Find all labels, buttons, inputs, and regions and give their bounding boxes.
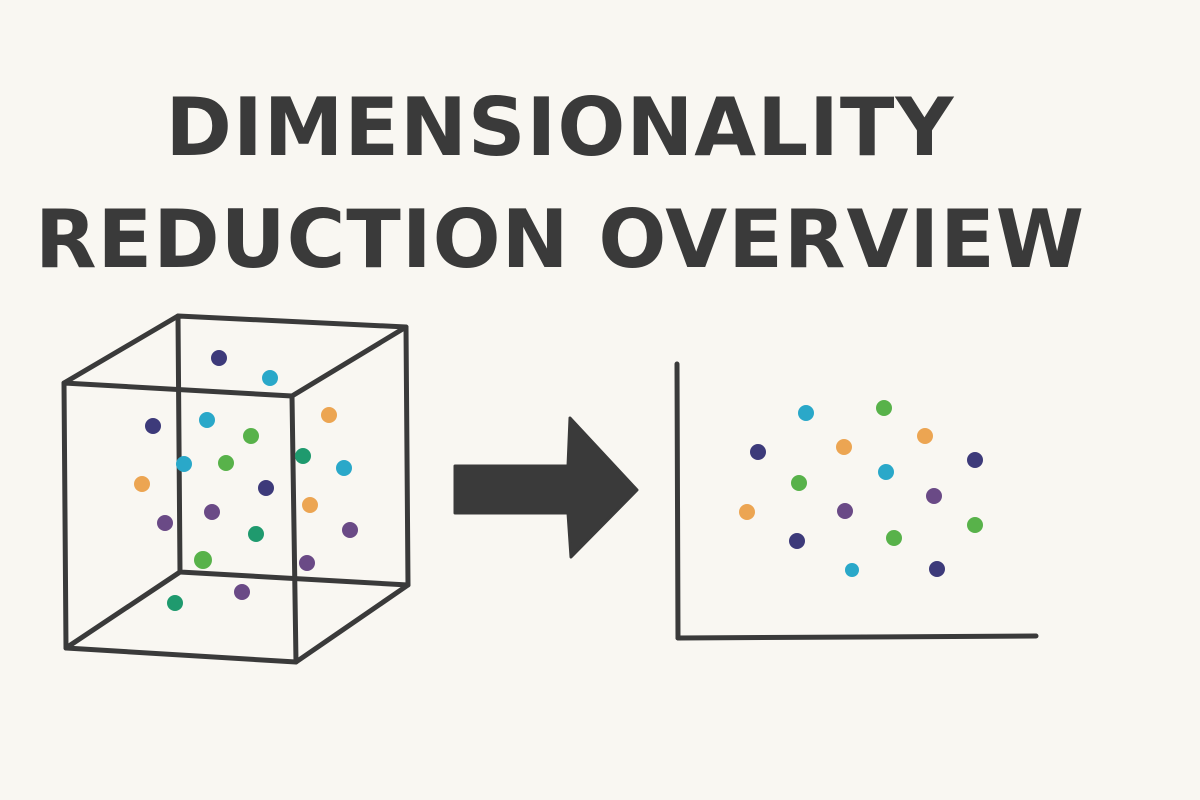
plane-point [750, 444, 766, 460]
cube-points [134, 350, 358, 611]
cube-point [243, 428, 259, 444]
arrow-right-icon [453, 416, 639, 559]
plane-points [739, 400, 983, 577]
plane-point [967, 517, 983, 533]
cube-point [157, 515, 173, 531]
plane-point [876, 400, 892, 416]
cube-point [211, 350, 227, 366]
plane-point [929, 561, 945, 577]
plane-point [926, 488, 942, 504]
plane-point [878, 464, 894, 480]
cube-point [262, 370, 278, 386]
plane-point [789, 533, 805, 549]
cube-point [336, 460, 352, 476]
cube-point [176, 456, 192, 472]
plane-point [837, 503, 853, 519]
plane-2d-axes [674, 361, 1039, 641]
title-line-2: REDUCTION OVERVIEW [34, 193, 1086, 286]
plane-point [836, 439, 852, 455]
cube-point [302, 497, 318, 513]
cube-edge-bottom-left [63, 569, 183, 651]
cube-edge-top-left [61, 313, 181, 386]
cube-point [321, 407, 337, 423]
cube-point [258, 480, 274, 496]
plane-point [967, 452, 983, 468]
y-axis-line [674, 361, 681, 641]
cube-point [204, 504, 220, 520]
cube-point [199, 412, 215, 428]
plane-point [845, 563, 859, 577]
cube-point [194, 551, 212, 569]
plane-point [791, 475, 807, 491]
cube-edge-bottom-right [293, 582, 411, 665]
plane-point [739, 504, 755, 520]
diagram-title: DIMENSIONALITY REDUCTION OVERVIEW [0, 72, 1120, 296]
cube-point [295, 448, 311, 464]
x-axis-line [675, 633, 1039, 641]
plane-point [798, 405, 814, 421]
plane-point [917, 428, 933, 444]
title-line-1: DIMENSIONALITY [165, 81, 955, 174]
cube-point [248, 526, 264, 542]
cube-3d [61, 313, 411, 665]
plane-point [886, 530, 902, 546]
cube-point [299, 555, 315, 571]
cube-point [218, 455, 234, 471]
cube-point [234, 584, 250, 600]
cube-point [167, 595, 183, 611]
cube-point [145, 418, 161, 434]
cube-edge-top-right [289, 324, 409, 399]
cube-point [134, 476, 150, 492]
cube-point [342, 522, 358, 538]
